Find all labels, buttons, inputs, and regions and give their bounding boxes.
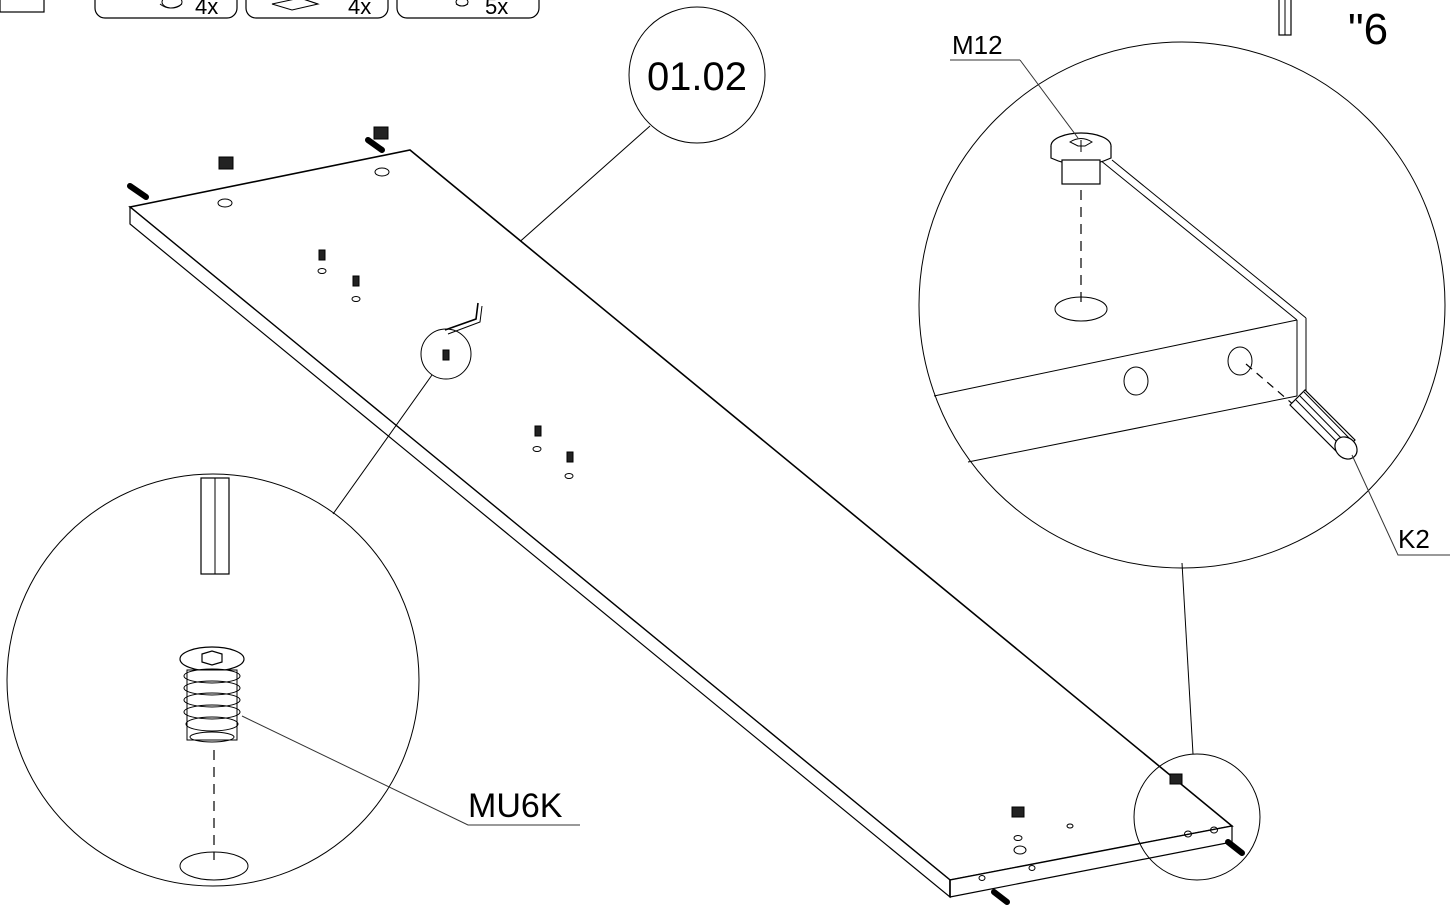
hex-key-on-panel — [444, 302, 483, 335]
cam-lock-label: M12 — [952, 30, 1003, 60]
detail-leader-left — [332, 374, 433, 515]
hex-key-icon — [1278, 0, 1292, 36]
detail-cam-and-dowel: M12 K2 — [918, 30, 1450, 569]
parts-box-edge — [0, 0, 45, 13]
part-box-2: 4x — [245, 0, 389, 19]
step-number: 01.02 — [647, 55, 747, 99]
tool-indicator: "6 — [1278, 0, 1388, 54]
cam-locks — [218, 126, 1183, 818]
detail-marker-insert — [420, 328, 472, 380]
threaded-insert-label: MU6K — [468, 787, 563, 825]
cam-lock-detail-icon — [1050, 132, 1112, 185]
dowel-pins — [127, 137, 1245, 905]
part-qty-3: 5x — [485, 0, 508, 19]
insert-icon — [455, 0, 469, 7]
dowel-label: K2 — [1398, 524, 1430, 554]
mu6k-leader — [241, 715, 580, 826]
part-qty-1: 4x — [195, 0, 218, 19]
part-qty-2: 4x — [348, 0, 371, 19]
detail-marker-corner — [1133, 753, 1261, 881]
edge-hole-1 — [1123, 366, 1149, 396]
detail-threaded-insert: MU6K — [6, 473, 580, 887]
detail-leader-right — [1181, 562, 1194, 755]
dowel-detail-icon — [1289, 389, 1358, 460]
parts-strip: 4x 4x 5x — [0, 0, 540, 19]
edge-hole-2 — [1227, 346, 1253, 376]
k2-leader — [1351, 454, 1450, 556]
tool-label: "6 — [1348, 5, 1388, 54]
insert-hole — [179, 851, 249, 881]
insert-screws — [318, 249, 574, 463]
hex-key-shaft-icon — [200, 477, 230, 575]
threaded-insert-icon — [179, 646, 245, 743]
step-marker: 01.02 — [486, 6, 766, 272]
m12-leader — [1019, 59, 1079, 139]
part-box-1: 4x — [94, 0, 238, 19]
main-panel — [127, 126, 1245, 905]
bolt-icon — [271, 0, 320, 11]
part-box-3: 5x — [396, 0, 540, 19]
cam-lock-icon — [159, 0, 183, 9]
panel-holes — [217, 167, 1218, 881]
